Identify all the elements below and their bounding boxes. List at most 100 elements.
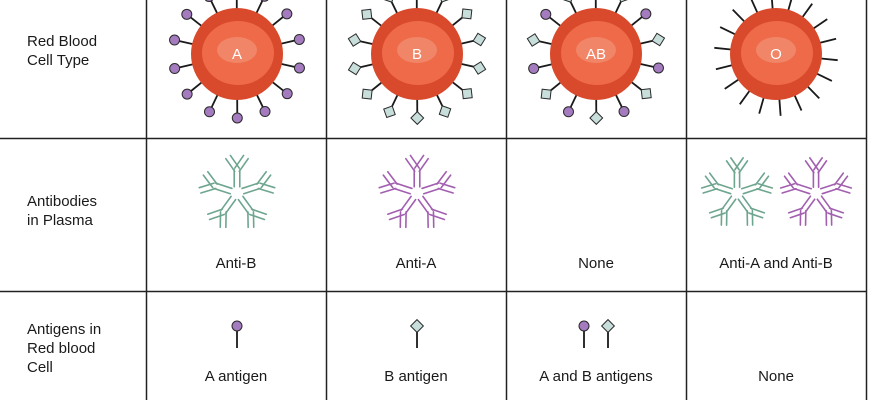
antigen-label-col-2: B antigen — [384, 368, 448, 385]
antibody-stem — [721, 195, 733, 210]
antibody-arm — [418, 157, 429, 173]
antigen-stalk — [255, 93, 265, 109]
a-antigen-icon — [578, 320, 590, 348]
antibody-arm — [380, 187, 397, 194]
red-blood-cell-b: B — [347, 0, 487, 126]
antigen-stalk — [771, 0, 774, 11]
a-antigen-icon — [293, 33, 305, 45]
antibody-arm — [250, 208, 268, 216]
cell-highlight — [217, 37, 257, 63]
antibody-stem — [741, 195, 753, 210]
a-antigen-icon — [204, 0, 214, 2]
antigen-stalk — [732, 8, 746, 24]
antibody-label-col-3: None — [578, 255, 614, 272]
b-antigen-icon — [617, 0, 630, 3]
antibody-arm — [725, 160, 736, 174]
antibody-stem — [737, 198, 749, 213]
antigen-head — [578, 320, 590, 332]
antibody-arm — [708, 207, 725, 214]
antibody-arm — [206, 208, 224, 216]
b-antigen-icon — [540, 88, 552, 100]
antigen-stalk — [629, 15, 644, 28]
antibody-arm — [708, 172, 720, 186]
antibody-stem — [716, 182, 734, 190]
antibody-stem — [417, 198, 430, 215]
cell-type-letter: B — [412, 46, 422, 63]
b-antigen-icon — [461, 88, 473, 100]
cell-highlight — [397, 37, 437, 63]
a-antigen-icon — [640, 8, 652, 20]
red-blood-cell-a: A — [169, 0, 305, 124]
antibody-stem — [242, 187, 261, 195]
antigen-stalk — [724, 78, 741, 90]
antigen-stalk — [279, 39, 296, 45]
antibody-arm — [813, 157, 823, 171]
cell-center — [382, 21, 454, 85]
antibody-arm — [783, 175, 795, 189]
antibody-arm — [804, 160, 815, 174]
antibody-arm — [749, 207, 766, 214]
b-antigen-icon — [438, 105, 452, 118]
antibody-arm — [837, 175, 849, 189]
anti-a-antibody-icon — [378, 154, 456, 229]
antibody-arm — [428, 213, 446, 221]
b-antigen-icon — [361, 88, 373, 100]
b-antigen-icon — [461, 8, 473, 20]
b-antigen-icon — [347, 33, 362, 47]
antibody-arm — [378, 182, 395, 189]
antigen-stalk — [178, 63, 195, 69]
cell-center — [741, 21, 813, 85]
antibody-stem — [422, 195, 434, 211]
a-antigen-icon — [181, 88, 193, 100]
antigen-stalk — [818, 37, 837, 45]
antibody-stem — [220, 195, 232, 211]
antibody-arm — [828, 207, 845, 214]
antibody-arm — [730, 157, 740, 171]
antibody-arm — [781, 187, 797, 194]
antibody-stem — [394, 182, 413, 190]
a-antigen-icon — [181, 8, 193, 20]
antibody-arm — [388, 213, 406, 221]
red-blood-cell-o: O — [714, 0, 838, 116]
antibody-arm — [704, 175, 716, 189]
antigen-stalk — [750, 0, 759, 15]
b-antigen-icon — [383, 105, 396, 119]
row-header-antibodies: Antibodies in Plasma — [27, 193, 98, 229]
a-antigen-icon — [203, 106, 215, 118]
antigen-stalk — [209, 0, 219, 15]
b-antigen-icon — [410, 110, 425, 126]
antibody-stem — [237, 198, 250, 215]
b-antigen-icon — [361, 8, 373, 20]
antibody-arm — [382, 174, 394, 189]
antibody-arm — [405, 157, 416, 173]
antigen-stalk — [569, 93, 578, 109]
antibody-arm — [787, 207, 804, 214]
antibody-arm — [710, 212, 726, 219]
antigen-stalk — [614, 93, 624, 109]
antibody-arm — [836, 182, 853, 189]
antigen-stalk — [811, 18, 828, 30]
b-antigen-icon — [600, 318, 616, 348]
antigen-stalk — [210, 93, 219, 109]
antigen-stalk — [715, 63, 734, 71]
antibody-arm — [809, 157, 819, 171]
antibody-arm — [202, 174, 214, 189]
b-antigen-icon — [526, 33, 541, 47]
antibody-arm — [439, 182, 456, 189]
antibody-stem — [725, 198, 737, 213]
antibody-arm — [257, 187, 274, 194]
antibody-arm — [734, 157, 744, 171]
anti-b-antibody-icon — [198, 154, 276, 229]
cell-type-letter: O — [770, 46, 782, 63]
antigen-stalk — [739, 89, 752, 105]
antibody-stem — [816, 198, 828, 213]
antibody-label-col-2: Anti-A — [395, 255, 437, 272]
antibody-stem — [793, 187, 811, 195]
antigen-stalk — [758, 96, 765, 114]
antigen-stalk — [270, 80, 285, 92]
antibody-arm — [436, 170, 448, 185]
antigen-stalk — [548, 16, 563, 28]
b-antigen-icon — [589, 110, 604, 126]
cell-center — [202, 21, 274, 85]
